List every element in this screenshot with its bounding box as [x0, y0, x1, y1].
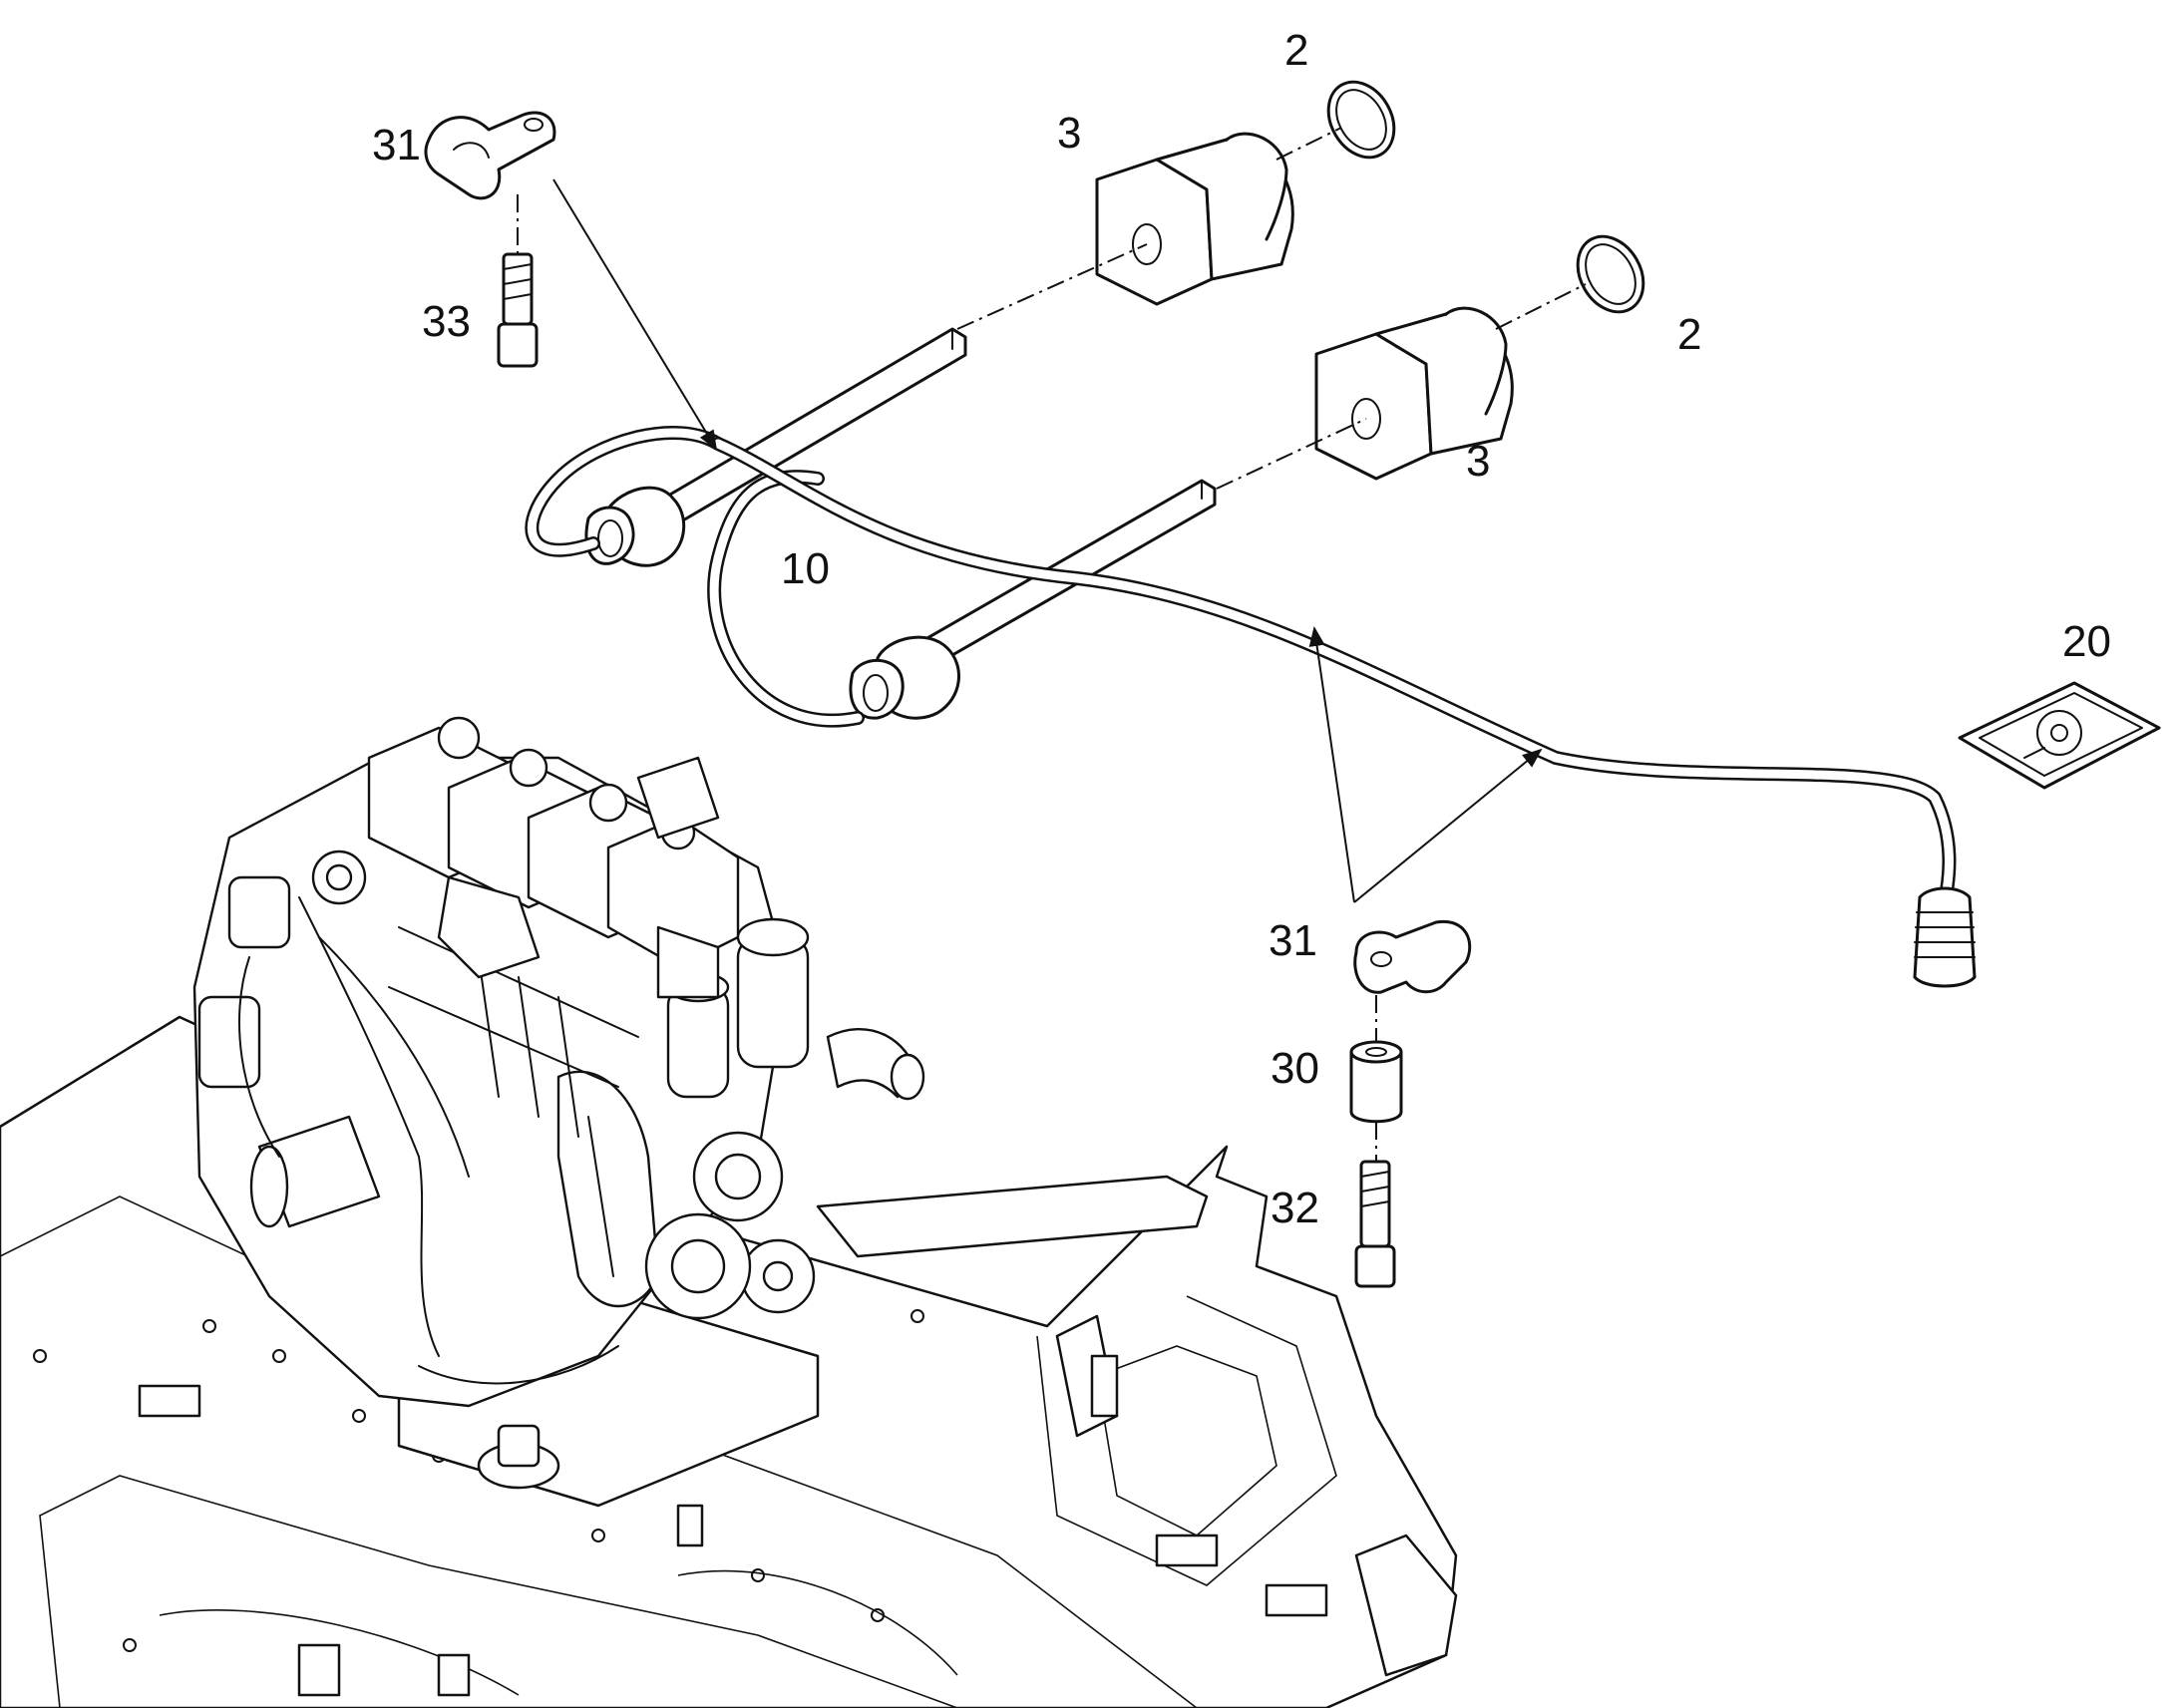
callout-32: 32 [1271, 1184, 1319, 1232]
callout-31-top: 31 [372, 121, 421, 170]
screw-33 [497, 252, 539, 368]
callout-2-top: 2 [1284, 26, 1308, 75]
callout-10: 10 [781, 544, 830, 593]
spacer-30 [1349, 1040, 1403, 1124]
o-ring-2-right [1576, 234, 1645, 314]
sensor-harness-10 [525, 327, 1977, 988]
clamp-31-bottom [1353, 919, 1472, 994]
screw-32 [1354, 1160, 1396, 1288]
o-ring-2-top [1326, 80, 1396, 160]
engine-assembly [192, 716, 925, 1408]
callout-31-bottom: 31 [1269, 916, 1317, 965]
label-plate-20 [1958, 681, 2161, 790]
callout-30: 30 [1271, 1044, 1319, 1093]
callout-3-top: 3 [1057, 109, 1081, 158]
callout-20: 20 [2062, 617, 2111, 666]
callouts: 2 3 2 3 31 33 10 20 31 30 32 [372, 26, 2111, 1232]
leader-arrows [552, 178, 1543, 903]
fitting-3-bottom [1314, 306, 1514, 481]
callout-33: 33 [422, 297, 471, 346]
fitting-3-top [1095, 132, 1294, 306]
callout-3-right: 3 [1466, 437, 1490, 486]
assembly-axis-lines [517, 127, 1587, 1162]
clamp-31-top [424, 111, 556, 200]
callout-2-right: 2 [1677, 310, 1701, 359]
